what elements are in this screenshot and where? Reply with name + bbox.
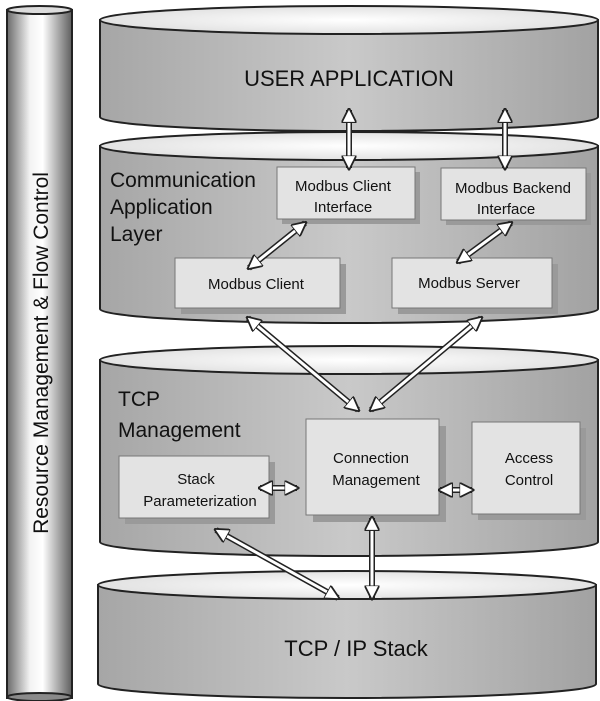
modbus-client-interface-box: Modbus Client Interface [276, 166, 420, 224]
modbus-client-label: Modbus Client [208, 276, 305, 293]
user-application-layer: USER APPLICATION [99, 5, 599, 132]
resource-management-pillar: Resource Management & Flow Control [6, 5, 73, 701]
client-interface-line-2: Interface [314, 199, 372, 216]
client-interface-line-1: Modbus Client [295, 178, 392, 195]
communication-title-line-2: Application [110, 196, 213, 219]
modbus-server-box: Modbus Server [391, 257, 558, 314]
tcp-management-title-line-1: TCP [118, 388, 160, 411]
connection-management-box: Connection Management [305, 418, 446, 522]
arrow-client-to-connection-management [248, 318, 358, 410]
arrow-stack-param-to-tcp-ip [216, 527, 338, 601]
modbus-server-label: Modbus Server [418, 275, 520, 292]
stack-param-line-2: Parameterization [143, 493, 256, 510]
arrow-backend-interface-to-server [458, 223, 511, 262]
tcp-management-layer: TCP Management Stack Parameterization Co… [99, 345, 599, 557]
tcp-ip-stack-title: TCP / IP Stack [284, 636, 428, 661]
user-application-title: USER APPLICATION [244, 66, 454, 91]
modbus-backend-interface-box: Modbus Backend Interface [440, 167, 591, 225]
communication-layer: Communication Application Layer Modbus C… [99, 131, 599, 324]
connection-management-line-1: Connection [333, 450, 409, 467]
tcp-ip-stack-layer: TCP / IP Stack [97, 570, 597, 699]
arrows [216, 110, 511, 601]
access-control-box: Access Control [471, 421, 586, 520]
arrow-client-interface-to-client [249, 223, 305, 268]
communication-title-line-1: Communication [110, 169, 256, 192]
communication-title-line-3: Layer [110, 223, 163, 246]
access-control-line-1: Access [505, 450, 553, 467]
access-control-line-2: Control [505, 472, 553, 489]
backend-interface-line-1: Modbus Backend [455, 180, 571, 197]
stack-param-line-1: Stack [177, 471, 215, 488]
pillar-label: Resource Management & Flow Control [30, 172, 53, 534]
stack-parameterization-box: Stack Parameterization [118, 455, 275, 524]
tcp-management-title-line-2: Management [118, 419, 241, 442]
arrow-server-to-connection-management [371, 318, 481, 410]
backend-interface-line-2: Interface [477, 201, 535, 218]
connection-management-line-2: Management [332, 472, 420, 489]
modbus-client-box: Modbus Client [174, 257, 346, 314]
